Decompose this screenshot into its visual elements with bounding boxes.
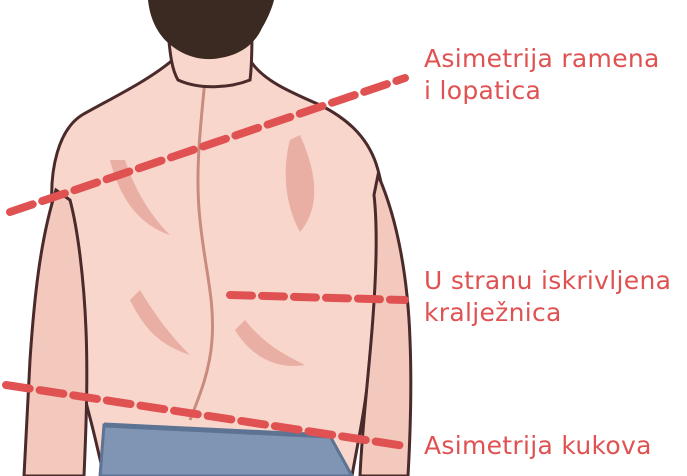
shoulder-asymmetry-label: Asimetrija ramena i lopatica — [424, 43, 660, 107]
spine-curve-label-line1: U stranu iskrivljena — [424, 265, 671, 297]
hip-asymmetry-label: Asimetrija kukova — [424, 430, 652, 462]
hair — [148, 0, 274, 59]
torso — [52, 58, 385, 476]
spine-curve-label-line2: kralježnica — [424, 297, 671, 329]
left-arm — [24, 190, 87, 476]
shoulder-asymmetry-label-line2: i lopatica — [424, 75, 660, 107]
hip-asymmetry-label-line1: Asimetrija kukova — [424, 430, 652, 462]
shoulder-asymmetry-label-line1: Asimetrija ramena — [424, 43, 660, 75]
spine-curve-label: U stranu iskrivljena kralježnica — [424, 265, 671, 329]
